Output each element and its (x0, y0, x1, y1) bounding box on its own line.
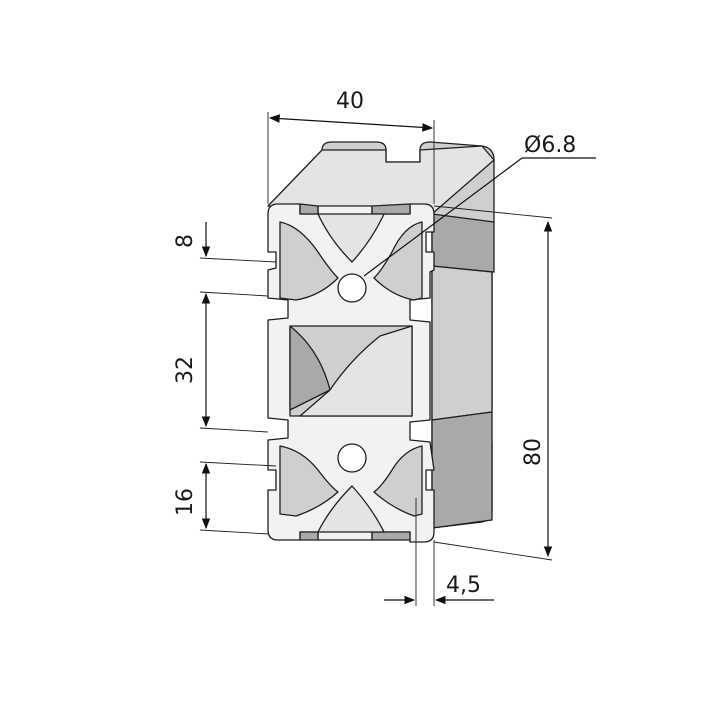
top-slot (299, 203, 319, 215)
aluminium-profile (267, 141, 495, 543)
profile-right-lower (431, 411, 493, 529)
dim-top-offset-label: 8 (173, 234, 198, 248)
dim-bottom-offset-label: 16 (173, 488, 198, 516)
profile-right-side (431, 213, 495, 273)
profile-right-middle (431, 265, 493, 421)
bottom-slot (299, 531, 319, 541)
lower-center-hole (337, 443, 367, 473)
dim-width-label: 40 (336, 89, 364, 114)
dim-middle-span-label: 32 (173, 356, 198, 384)
bottom-right-slot (371, 531, 411, 541)
profile-top-face (267, 145, 495, 215)
dim-height-label: 80 (521, 438, 546, 466)
dimension-lines (199, 112, 596, 606)
upper-center-hole (337, 273, 367, 303)
top-right-slot (371, 203, 411, 215)
lower-core-web (279, 445, 339, 517)
lower-core-web-right (373, 445, 423, 517)
lower-core-bottom (317, 485, 385, 533)
dim-slot-width-label: 4,5 (446, 573, 481, 598)
dim-hole-diameter-label: Ø6.8 (524, 133, 576, 158)
middle-hollow-ramp (299, 325, 413, 417)
upper-core-web (279, 221, 339, 301)
upper-core-top (317, 213, 385, 263)
